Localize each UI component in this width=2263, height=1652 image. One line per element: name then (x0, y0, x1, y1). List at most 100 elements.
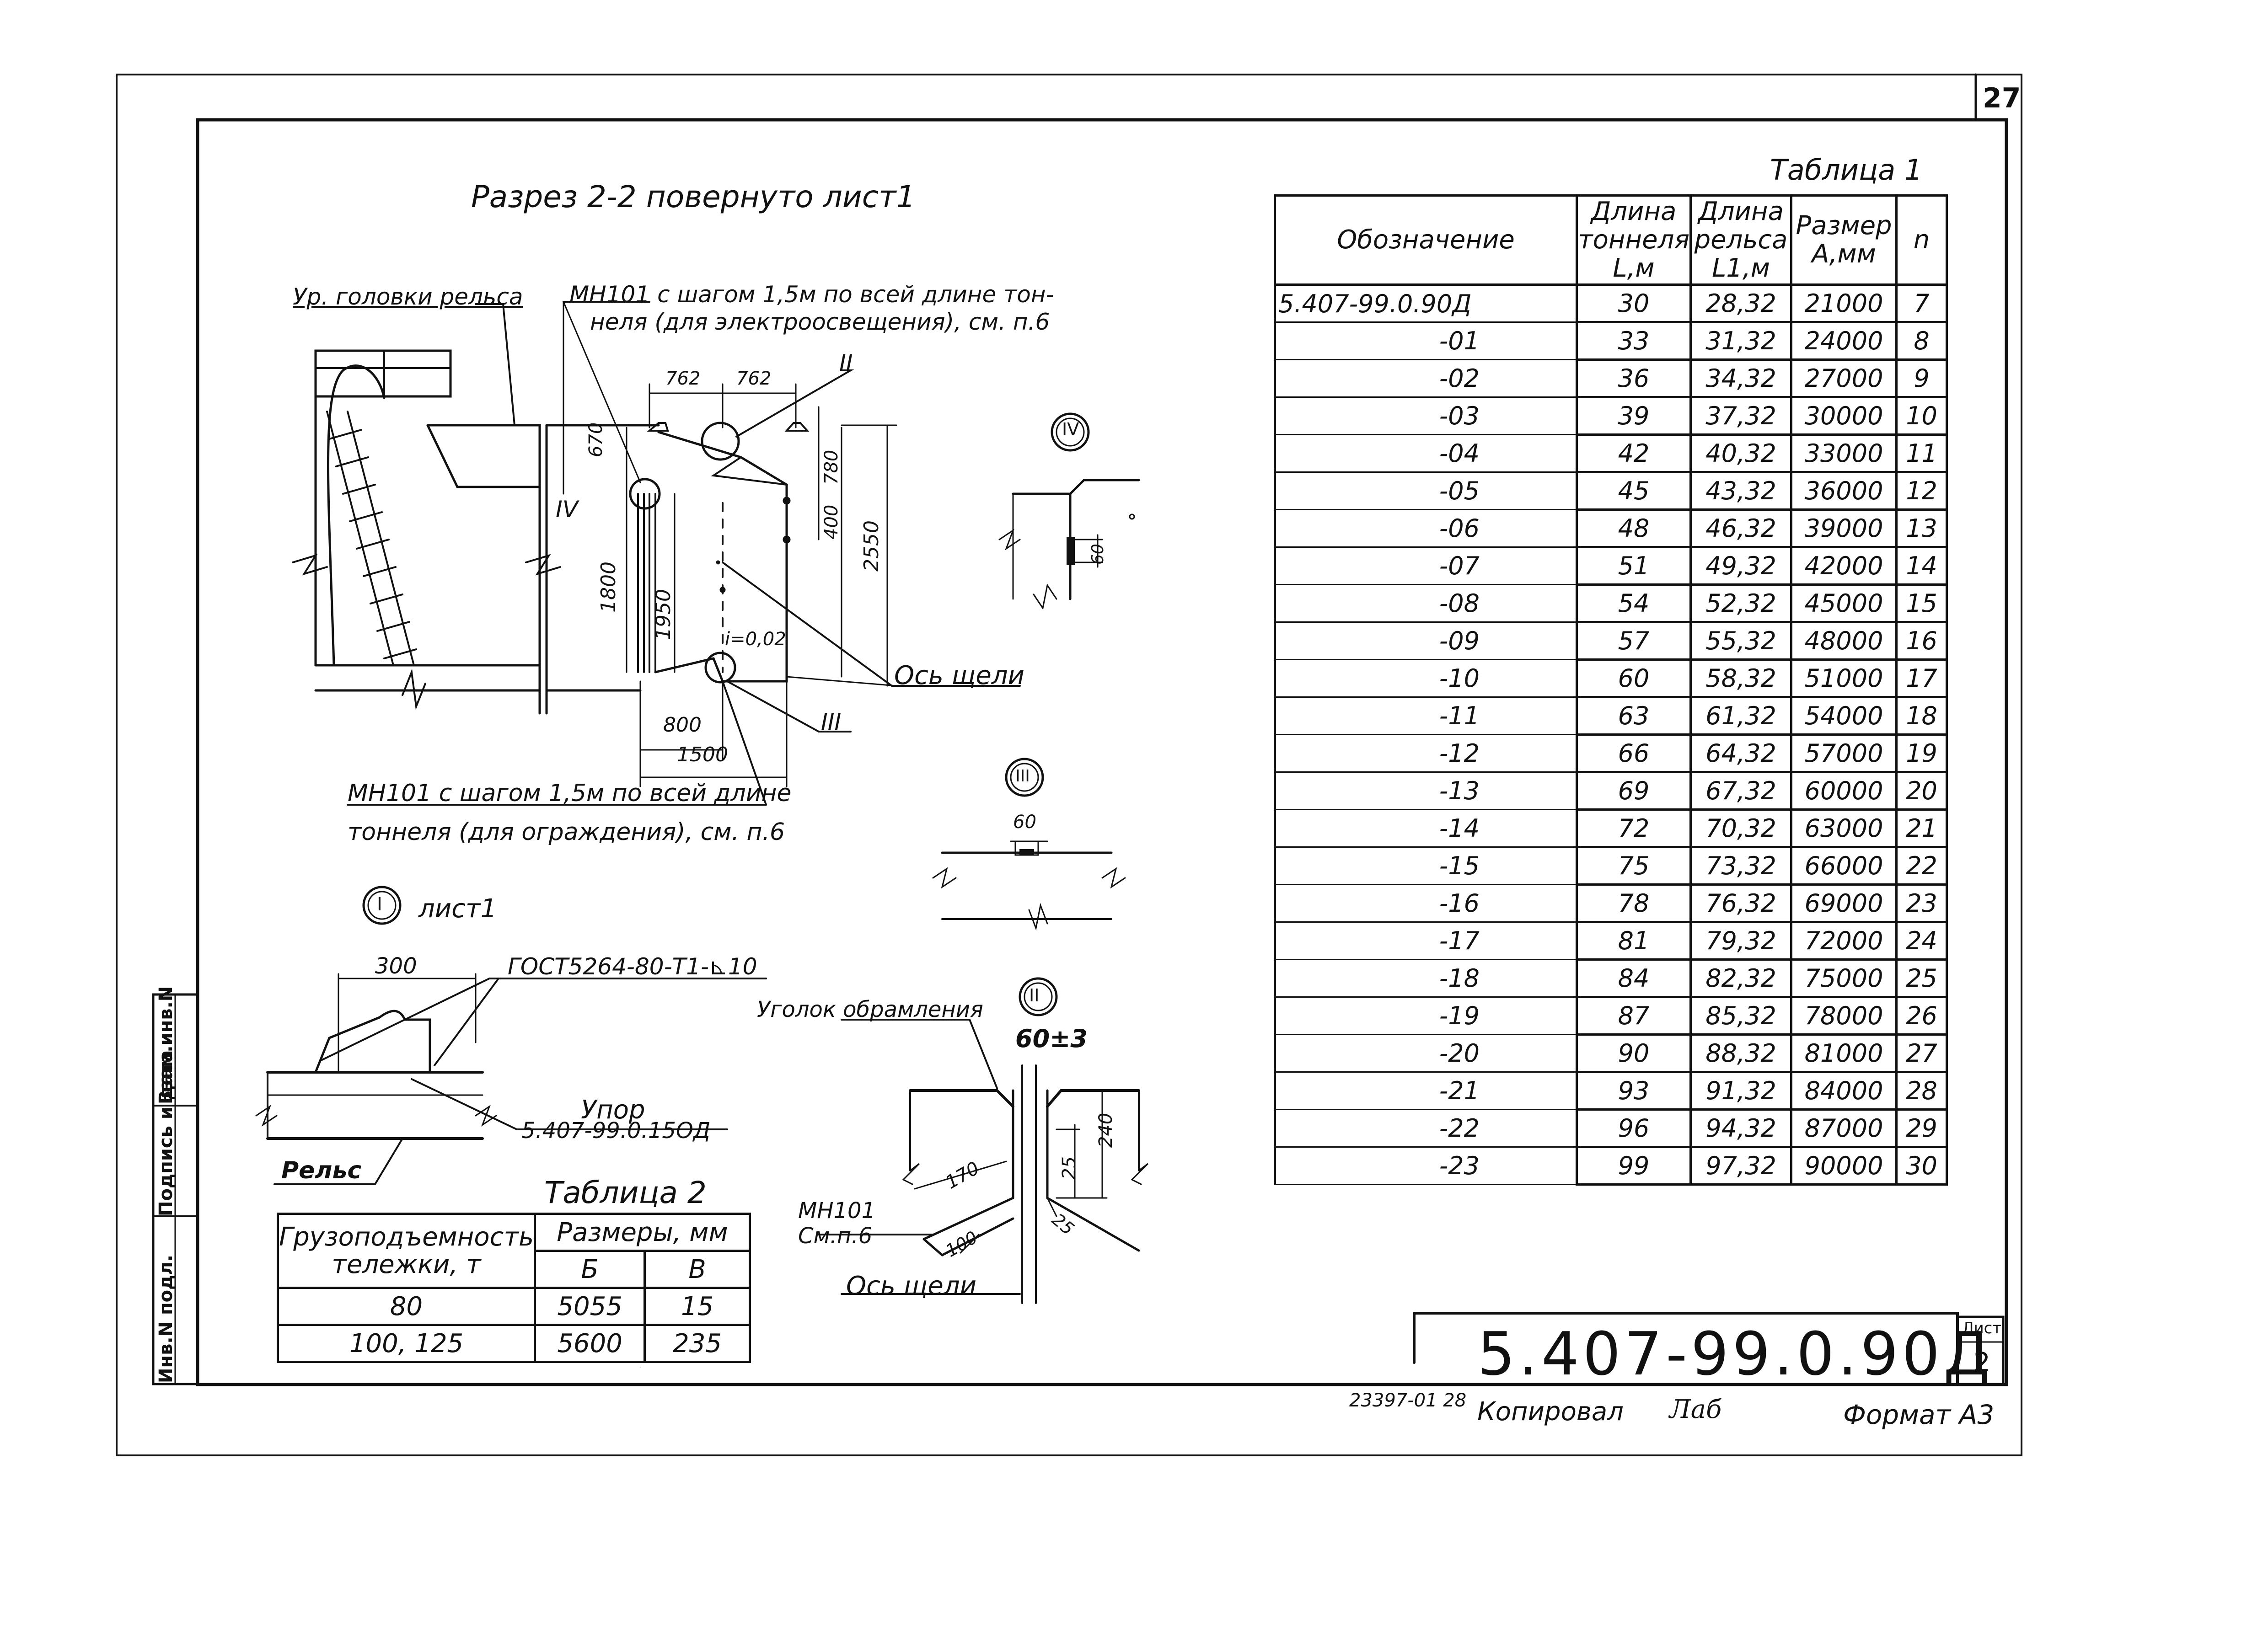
table1-header-size-a: Размер А,мм (1790, 194, 1898, 286)
table-cell: 84000 (1790, 1071, 1898, 1111)
table-cell: 24000 (1790, 321, 1898, 361)
table-cell: 96 (1575, 1108, 1692, 1148)
table-cell: -23 (1274, 1146, 1578, 1185)
table-cell: 14 (1895, 546, 1948, 586)
dim-762-b: 762 (736, 368, 772, 389)
table-cell: 63 (1575, 696, 1692, 736)
table-cell: 52,32 (1689, 583, 1793, 623)
frame-angle-label: Уголок обрамления (757, 997, 983, 1022)
table-cell: 90000 (1790, 1146, 1898, 1186)
table-cell: 17 (1895, 658, 1948, 698)
gap-dim: 60±3 (1015, 1024, 1088, 1053)
table-cell: 26 (1895, 996, 1948, 1036)
table-cell: 11 (1895, 433, 1948, 473)
table-cell: 46,32 (1689, 508, 1793, 548)
table-cell: -20 (1274, 1034, 1578, 1073)
table-cell: 27 (1895, 1033, 1948, 1073)
table2-header-capacity: Грузоподъемность тележки, т (276, 1213, 536, 1289)
table-cell: 12 (1895, 471, 1948, 511)
table-cell: 22 (1895, 846, 1948, 886)
table2-col-v: В (644, 1250, 751, 1289)
note-bottom-line1: МН101 с шагом 1,5м по всей длине (348, 780, 792, 807)
mn101-ref: См.п.6 (798, 1223, 873, 1249)
table-cell: 84 (1575, 958, 1692, 998)
table1-header-tunnel-length: Длина тоннеля L,м (1575, 194, 1692, 286)
table-cell: 60000 (1790, 771, 1898, 811)
table-cell: 45 (1575, 471, 1692, 511)
table-cell: 5.407-99.0.90Д (1274, 284, 1578, 323)
callout-II: II (839, 350, 853, 376)
table-cell: 37,32 (1689, 396, 1793, 436)
table-cell: 33000 (1790, 433, 1898, 473)
table-cell: 40,32 (1689, 433, 1793, 473)
table-cell: 91,32 (1689, 1071, 1793, 1111)
note-top-line1: МН101 с шагом 1,5м по всей длине тон- (569, 281, 1054, 308)
table1: Обозначение Длина тоннеля L,м Длина рель… (1274, 194, 1948, 1186)
table-cell: 27000 (1790, 358, 1898, 398)
table-cell: 75 (1575, 846, 1692, 886)
table-cell: 79,32 (1689, 921, 1793, 961)
sheet-number: 2 (1973, 1347, 1990, 1378)
note-top-line2: неля (для электроосвещения), см. п.6 (590, 309, 1050, 335)
table-cell: 21 (1895, 808, 1948, 848)
table-cell: -05 (1274, 471, 1578, 510)
table-cell: 30 (1895, 1146, 1948, 1186)
slot-axis-label: Ось щели (894, 661, 1025, 690)
callout-IV: IV (556, 496, 578, 523)
table-cell: 49,32 (1689, 546, 1793, 586)
table-cell: 87 (1575, 996, 1692, 1036)
table-cell: -21 (1274, 1071, 1578, 1110)
table-cell: 30 (1575, 283, 1692, 323)
table-cell: 39 (1575, 396, 1692, 436)
table-cell: 51000 (1790, 658, 1898, 698)
table-cell: 36 (1575, 358, 1692, 398)
table-cell: -22 (1274, 1109, 1578, 1148)
table-cell: 72 (1575, 808, 1692, 848)
table-cell: -13 (1274, 771, 1578, 810)
table-cell: 51 (1575, 546, 1692, 586)
table-cell: 54 (1575, 583, 1692, 623)
table-cell: 66 (1575, 733, 1692, 773)
table-cell: -14 (1274, 809, 1578, 848)
table2-col-b: Б (534, 1250, 646, 1289)
table-cell: 29 (1895, 1108, 1948, 1148)
detail-II-marker: II (1029, 985, 1040, 1005)
side-stamp-inv: Инв.N подл. (156, 1255, 177, 1383)
table-cell: 61,32 (1689, 696, 1793, 736)
dim-240: 240 (1095, 1112, 1116, 1148)
dim-780: 780 (821, 449, 842, 485)
mn101-label: МН101 (798, 1198, 876, 1224)
dim-300: 300 (375, 953, 417, 979)
rail-label: Рельс (281, 1157, 362, 1184)
table1-header-rail-length: Длина рельса L1,м (1689, 194, 1793, 286)
table-cell: -16 (1274, 884, 1578, 923)
table-cell: 58,32 (1689, 658, 1793, 698)
copied-label: Копировал (1477, 1397, 1624, 1427)
table-cell: 30000 (1790, 396, 1898, 436)
table-cell: 43,32 (1689, 471, 1793, 511)
table-cell: 36000 (1790, 471, 1898, 511)
copied-note: 23397-01 28 (1349, 1390, 1467, 1411)
detail-I-marker: I (377, 894, 382, 915)
table-cell: 99 (1575, 1146, 1692, 1186)
table-cell: 42 (1575, 433, 1692, 473)
table-cell: 23 (1895, 883, 1948, 923)
signature: Лаб (1669, 1395, 1722, 1424)
document-code: 5.407-99.0.90Д (1477, 1319, 1994, 1389)
detail-IV-marker: IV (1062, 419, 1079, 439)
section-title: Разрез 2-2 повернуто лист1 (471, 179, 916, 214)
table-cell: 16 (1895, 621, 1948, 661)
